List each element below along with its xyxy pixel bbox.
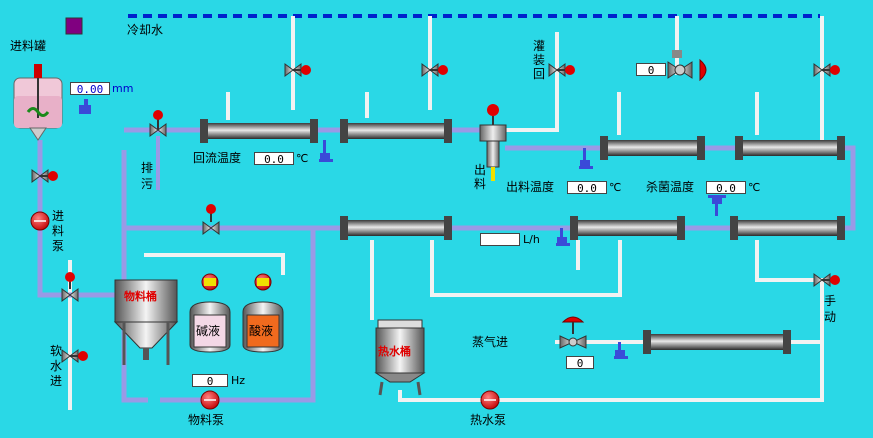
flow-sensor-icon bbox=[556, 228, 570, 246]
feed-pump-label-2: 料 bbox=[52, 224, 64, 238]
drain-label-1: 排 bbox=[141, 161, 153, 175]
feed-pump-label-1: 进 bbox=[52, 209, 64, 223]
heat-exchanger-3 bbox=[600, 136, 705, 160]
material-pump[interactable] bbox=[200, 390, 220, 410]
flow-rate-readout[interactable] bbox=[480, 233, 520, 246]
feed-tank[interactable] bbox=[13, 64, 63, 141]
reflux-temp-label: 回流温度 bbox=[193, 150, 241, 165]
acid-label: 酸液 bbox=[249, 323, 273, 338]
steam-control-valve[interactable] bbox=[559, 316, 587, 349]
pump-freq-readout[interactable]: 0 bbox=[192, 374, 228, 388]
valve-mid-line[interactable] bbox=[202, 204, 220, 235]
feed-pump-label-3: 泵 bbox=[52, 239, 64, 253]
heat-exchanger-8 bbox=[643, 330, 791, 354]
discharge-valve[interactable] bbox=[479, 104, 507, 181]
discharge-label-2: 料 bbox=[474, 177, 486, 191]
control-valve-top-readout[interactable]: 0 bbox=[636, 63, 666, 77]
valve-soft-water[interactable] bbox=[61, 349, 88, 363]
valve-filling-return[interactable] bbox=[548, 63, 575, 77]
flow-rate-unit: L/h bbox=[523, 233, 540, 246]
discharge-temp-label: 出料温度 bbox=[506, 179, 554, 194]
feed-tank-level-readout[interactable]: 0.00 bbox=[70, 82, 110, 96]
soft-water-label-3: 进 bbox=[50, 374, 62, 388]
hot-water-tank-label: 热水桶 bbox=[378, 344, 411, 358]
reflux-temp-readout[interactable]: 0.0 bbox=[254, 152, 294, 166]
material-tank[interactable] bbox=[113, 279, 179, 365]
discharge-label-1: 出 bbox=[474, 163, 486, 177]
material-tank-label: 物料桶 bbox=[124, 289, 157, 303]
reflux-temp-unit: ℃ bbox=[296, 152, 309, 165]
cooling-water-label: 冷却水 bbox=[127, 23, 163, 37]
valve-tank-inlet[interactable] bbox=[61, 272, 79, 302]
filling-return-label-1: 灌 bbox=[533, 39, 545, 53]
temp-sensor-steam-icon bbox=[614, 342, 628, 359]
heat-exchanger-7 bbox=[730, 216, 845, 240]
manual-label-1: 手 bbox=[824, 294, 836, 308]
temp-sensor-discharge-icon bbox=[579, 148, 593, 169]
manual-label-2: 动 bbox=[824, 310, 836, 324]
feed-tank-label: 进料罐 bbox=[10, 39, 46, 53]
heat-exchanger-6 bbox=[570, 216, 685, 240]
heat-exchanger-4 bbox=[735, 136, 845, 160]
acid-tank[interactable] bbox=[242, 273, 284, 353]
alkali-label: 碱液 bbox=[196, 323, 220, 338]
sterilize-temp-unit: ℃ bbox=[748, 181, 761, 194]
valve-manual[interactable] bbox=[813, 273, 840, 287]
steam-valve-readout[interactable]: 0 bbox=[566, 356, 594, 370]
status-indicator bbox=[65, 17, 83, 35]
hot-water-pump[interactable] bbox=[480, 390, 500, 410]
sterilize-temp-readout[interactable]: 0.0 bbox=[706, 181, 746, 195]
hot-water-pump-label: 热水泵 bbox=[470, 413, 506, 427]
heat-exchanger-2 bbox=[340, 119, 452, 143]
steam-in-label: 蒸气进 bbox=[472, 334, 508, 349]
valve-cooling-1[interactable] bbox=[284, 63, 311, 77]
heat-exchanger-5 bbox=[340, 216, 452, 240]
process-pipes bbox=[37, 127, 856, 403]
discharge-temp-readout[interactable]: 0.0 bbox=[567, 181, 607, 195]
sterilize-temp-label: 杀菌温度 bbox=[646, 179, 694, 194]
heat-exchanger-1 bbox=[200, 119, 318, 143]
drain-label-2: 污 bbox=[141, 177, 153, 191]
feed-tank-motor-icon bbox=[79, 99, 91, 114]
control-valve-top[interactable] bbox=[667, 50, 707, 82]
filling-return-label-2: 装 bbox=[533, 53, 545, 67]
discharge-temp-unit: ℃ bbox=[609, 181, 622, 194]
temp-sensor-reflux-icon bbox=[319, 140, 333, 162]
temp-sensor-sterilize-icon bbox=[708, 195, 726, 216]
material-pump-label: 物料泵 bbox=[188, 413, 224, 427]
valve-feed-outlet[interactable] bbox=[31, 169, 58, 183]
alkali-tank[interactable] bbox=[189, 273, 231, 353]
hot-water-tank[interactable] bbox=[374, 319, 426, 396]
valve-cooling-4[interactable] bbox=[813, 63, 840, 77]
soft-water-label-1: 软 bbox=[50, 344, 62, 358]
pump-freq-unit: Hz bbox=[231, 374, 246, 387]
soft-water-label-2: 水 bbox=[50, 359, 62, 373]
feed-pump[interactable] bbox=[30, 211, 50, 231]
feed-tank-level-unit: mm bbox=[112, 82, 134, 95]
valve-cooling-2[interactable] bbox=[421, 63, 448, 77]
filling-return-label-3: 回 bbox=[533, 67, 545, 81]
valve-drain[interactable] bbox=[149, 110, 167, 190]
water-pipes bbox=[68, 16, 824, 410]
